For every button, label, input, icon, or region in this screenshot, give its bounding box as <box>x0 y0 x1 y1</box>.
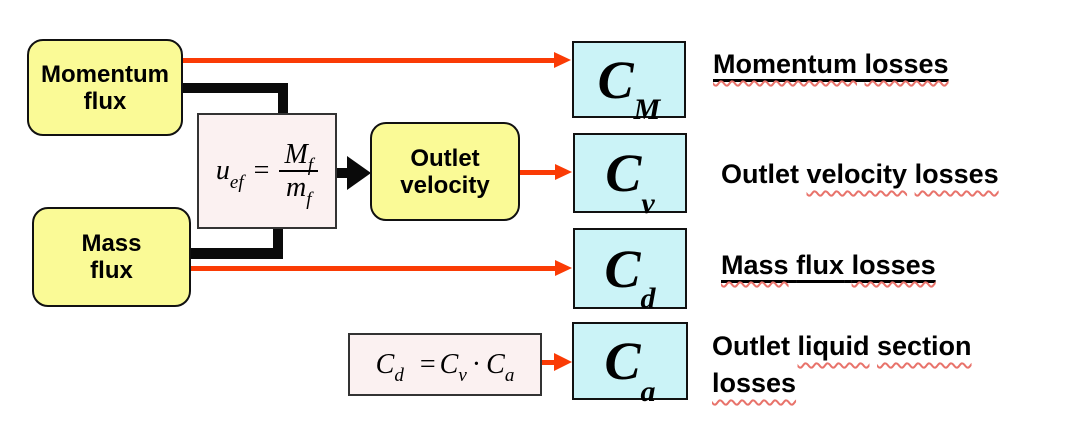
momentum-losses-label: Momentum losses <box>713 46 949 83</box>
mass-arrowhead-icon <box>555 260 572 276</box>
label-word: losses <box>914 159 999 189</box>
formula-to-outlet-arrow <box>333 168 348 178</box>
numerator-Mf: Mf <box>279 139 319 175</box>
label-word: liquid <box>797 331 870 361</box>
momentum-to-cm-arrow <box>181 58 554 63</box>
equals-sign: = <box>253 155 270 186</box>
mass-flux-node: Mass flux <box>32 207 191 307</box>
velocity-formula-box: uef = Mf mf <box>197 113 337 229</box>
cv-coefficient-box: Cv <box>573 133 687 220</box>
label-word: Outlet <box>721 159 799 189</box>
ca-arrowhead-icon <box>554 353 572 371</box>
formula-to-mass-connector-v <box>273 223 283 259</box>
formula-to-outlet-arrowhead-icon <box>347 156 371 190</box>
label-word: losses <box>712 368 797 398</box>
label-word: losses <box>864 49 949 79</box>
momentum-flux-label-line2: flux <box>83 87 127 115</box>
cm-coefficient: CM <box>597 49 661 127</box>
outlet-velocity-label-line1: Outlet <box>410 144 480 172</box>
outlet-liquid-section-losses-label: Outlet liquid section losses <box>712 328 972 402</box>
mass-flux-losses-label: Mass flux losses <box>721 247 936 284</box>
outlet-to-cv-arrow <box>516 170 555 175</box>
cd-coefficient: Cd <box>604 238 656 316</box>
denominator-mf: mf <box>286 172 312 210</box>
outlet-velocity-losses-label: Outlet velocity losses <box>721 156 999 193</box>
cv-symbol: Cv <box>439 348 467 387</box>
ca-coefficient-box: Ca <box>572 322 688 408</box>
label-word: Momentum <box>713 49 857 79</box>
label-word: Mass <box>721 250 789 280</box>
equals-sign: = <box>419 348 436 380</box>
cv-coefficient: Cv <box>605 143 655 220</box>
formula-to-mass-connector-h <box>185 248 283 259</box>
momentum-to-formula-connector-v <box>278 83 288 115</box>
momentum-arrowhead-icon <box>554 52 571 68</box>
ca-symbol: Ca <box>486 348 515 387</box>
outlet-arrowhead-icon <box>555 164 572 180</box>
label-word: section <box>877 331 972 361</box>
cd-symbol: Cd <box>375 348 404 387</box>
cd-coefficient-box: Cd <box>573 228 687 316</box>
mass-to-cd-arrow <box>187 266 555 271</box>
momentum-flux-label-line1: Momentum <box>41 60 169 88</box>
label-word: Outlet <box>712 331 790 361</box>
label-word: losses <box>851 250 936 280</box>
momentum-flux-node: Momentum flux <box>27 39 183 136</box>
outlet-velocity-label-line2: velocity <box>400 171 490 199</box>
cm-coefficient-box: CM <box>572 41 686 127</box>
multiplication-dot: · <box>471 348 482 380</box>
label-word: flux <box>796 250 845 280</box>
mass-flux-label-line1: Mass <box>81 230 142 257</box>
mass-flux-label-line2: flux <box>90 257 133 284</box>
discharge-formula-box: Cd = Cv · Ca <box>348 333 542 396</box>
label-word: velocity <box>806 159 908 189</box>
momentum-to-formula-connector-h <box>179 83 288 93</box>
mass-momentum-fraction: Mf mf <box>279 139 319 210</box>
outlet-velocity-node: Outlet velocity <box>370 122 520 221</box>
formula-to-ca-arrow <box>533 360 554 365</box>
uef-symbol: uef <box>215 155 244 193</box>
ca-coefficient: Ca <box>604 331 656 408</box>
